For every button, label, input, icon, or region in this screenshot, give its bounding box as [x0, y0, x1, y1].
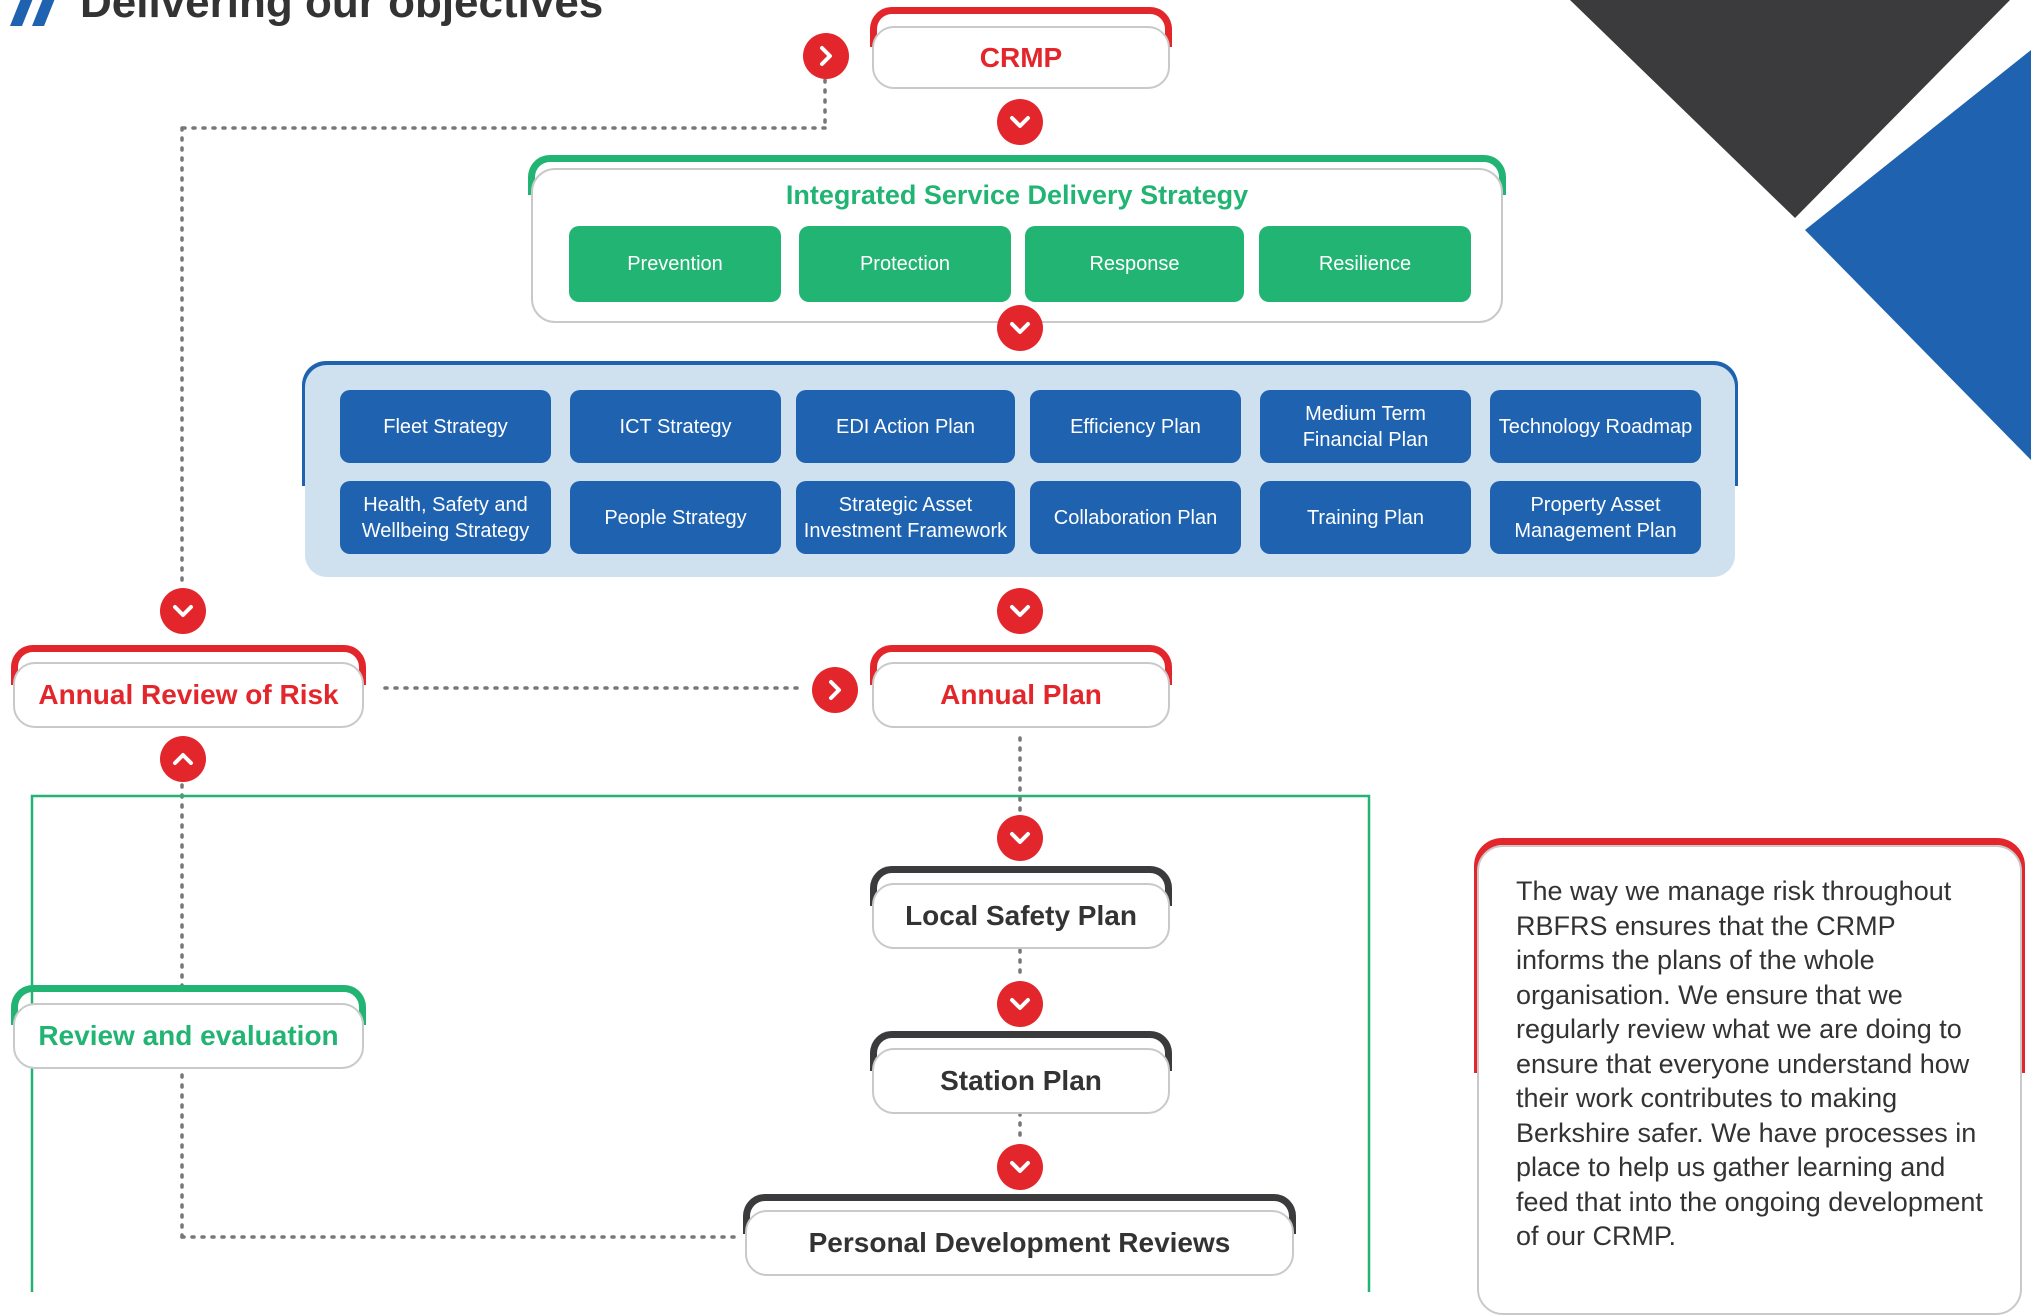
chevron-right-icon: [803, 33, 849, 79]
local-safety-label: Local Safety Plan: [905, 900, 1137, 931]
station-plan-label: Station Plan: [940, 1065, 1102, 1096]
annual-plan-node: Annual Plan: [872, 662, 1170, 728]
chevron-down-icon: [160, 588, 206, 634]
chevron-down-icon: [997, 588, 1043, 634]
isds-cap: [528, 155, 1506, 195]
annual-review-node: Annual Review of Risk: [13, 662, 364, 728]
review-eval-label: Review and evaluation: [38, 1020, 339, 1051]
review-eval-node: Review and evaluation: [13, 1003, 364, 1069]
note-text: The way we manage risk throughout RBFRS …: [1516, 876, 1983, 1251]
annual-review-cap: [11, 645, 366, 685]
chevron-down-icon: [997, 1144, 1043, 1190]
page-title: Delivering our objectives: [80, 0, 604, 27]
pdr-node: Personal Development Reviews: [745, 1210, 1294, 1276]
local-safety-cap: [870, 866, 1172, 906]
chevron-down-icon: [997, 981, 1043, 1027]
plan-technology-roadmap: Technology Roadmap: [1490, 390, 1701, 463]
plan-strategic-asset-investment: Strategic Asset Investment Framework: [796, 481, 1015, 554]
plan-property-asset-management: Property Asset Management Plan: [1490, 481, 1701, 554]
station-plan-node: Station Plan: [872, 1048, 1170, 1114]
pillar-resilience: Resilience: [1259, 226, 1471, 302]
crmp-cap: [870, 7, 1172, 47]
pillar-response: Response: [1025, 226, 1244, 302]
note-box: [1477, 845, 2022, 1315]
pdr-cap: [743, 1194, 1296, 1234]
review-eval-cap: [11, 985, 366, 1025]
chevron-down-icon: [997, 99, 1043, 145]
crmp-label: CRMP: [979, 41, 1063, 73]
plan-ict-strategy: ICT Strategy: [570, 390, 781, 463]
station-plan-cap: [870, 1031, 1172, 1071]
pillar-prevention: Prevention: [569, 226, 781, 302]
crmp-node: CRMP: [872, 26, 1170, 89]
pdr-label: Personal Development Reviews: [808, 1227, 1231, 1258]
local-safety-node: Local Safety Plan: [872, 883, 1170, 949]
plan-training-plan: Training Plan: [1260, 481, 1471, 554]
annual-review-label: Annual Review of Risk: [38, 679, 339, 710]
annual-plan-label: Annual Plan: [940, 679, 1102, 710]
plan-collaboration-plan: Collaboration Plan: [1030, 481, 1241, 554]
plan-health-safety-wellbeing: Health, Safety and Wellbeing Strategy: [340, 481, 551, 554]
plan-edi-action-plan: EDI Action Plan: [796, 390, 1015, 463]
pillar-protection: Protection: [799, 226, 1011, 302]
annual-plan-cap: [870, 645, 1172, 685]
chevron-up-icon: [160, 736, 206, 782]
chevron-down-icon: [997, 815, 1043, 861]
title-slash-icon: [10, 0, 55, 26]
chevron-down-icon: [997, 305, 1043, 351]
plan-efficiency-plan: Efficiency Plan: [1030, 390, 1241, 463]
plan-fleet-strategy: Fleet Strategy: [340, 390, 551, 463]
plan-medium-term-financial-plan: Medium Term Financial Plan: [1260, 390, 1471, 463]
chevron-right-icon: [812, 667, 858, 713]
isds-title: Integrated Service Delivery Strategy: [785, 180, 1249, 210]
plan-people-strategy: People Strategy: [570, 481, 781, 554]
corner-decoration: [1570, 0, 2031, 460]
